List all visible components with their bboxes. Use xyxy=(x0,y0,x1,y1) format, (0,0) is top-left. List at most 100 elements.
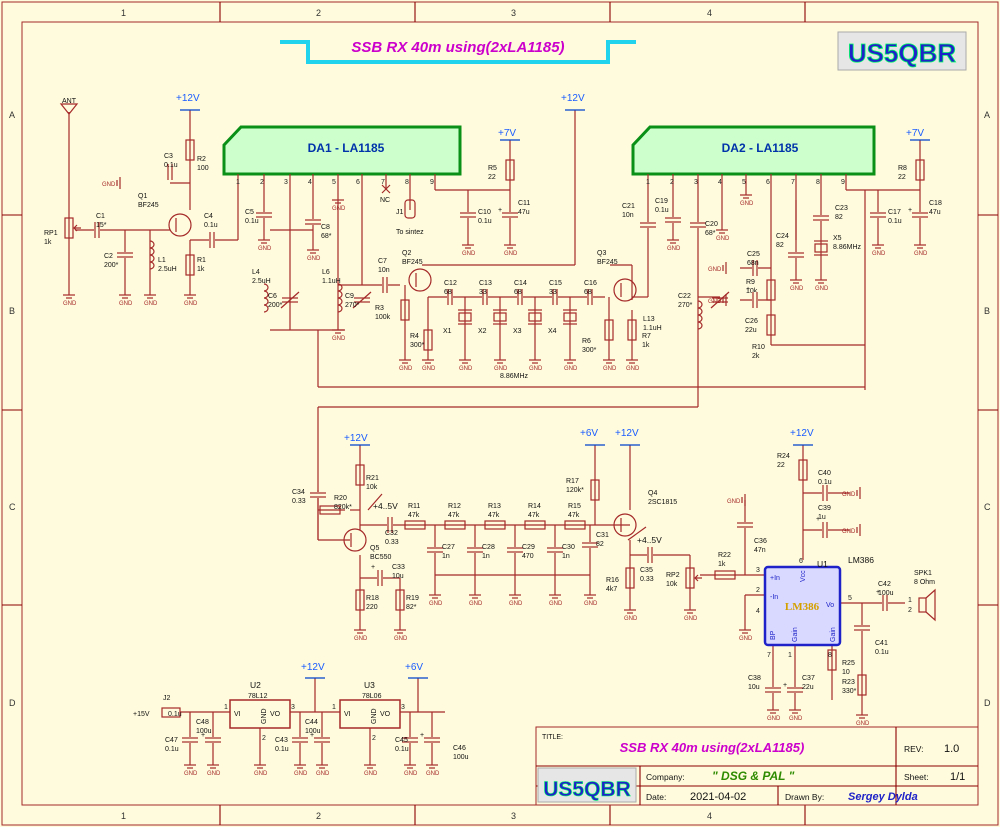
u2-gnd: GND xyxy=(261,708,268,724)
component-l1: L12.5uH xyxy=(149,240,177,273)
ground-label: GND xyxy=(584,601,598,607)
ref-c45: C45 xyxy=(395,737,408,744)
ref-r7: R7 xyxy=(642,333,651,340)
da2-pin-4: 4 xyxy=(718,179,722,186)
svg-text:+: + xyxy=(498,207,502,214)
ground-label: GND xyxy=(307,256,321,262)
ground-label: GND xyxy=(603,366,617,372)
ref-c22: C22 xyxy=(678,293,691,300)
ref-c5: C5 xyxy=(245,209,254,216)
ground-symbol: GND xyxy=(459,359,473,372)
ref-r12: R12 xyxy=(448,503,461,510)
ground-symbol: GND xyxy=(549,594,563,607)
u1-gain-8: Gain xyxy=(830,627,837,642)
ref-c6: C6 xyxy=(268,293,277,300)
value-c33: 10u xyxy=(392,573,404,580)
value-c4: 0.1u xyxy=(204,222,218,229)
ref-c21: C21 xyxy=(622,203,635,210)
ref-c25: C25 xyxy=(747,251,760,258)
value-c23: 82 xyxy=(835,214,843,221)
ground-symbol: GND xyxy=(144,294,158,307)
value-r3: 100k xyxy=(375,314,391,321)
ref-c38: C38 xyxy=(748,675,761,682)
ground-label: GND xyxy=(624,616,638,622)
ref-c14: C14 xyxy=(514,280,527,287)
value-c26: 22u xyxy=(745,327,757,334)
ground-label: GND xyxy=(294,771,308,777)
ground-label: GND xyxy=(767,716,781,722)
ground-label: GND xyxy=(102,182,116,188)
u3-regulator: VI GND VO U3 78L06 1 2 3 xyxy=(332,680,405,765)
ground-symbol: GND xyxy=(426,764,440,777)
tb-sheet-label: Sheet: xyxy=(904,772,929,782)
ground-symbol: GND xyxy=(102,177,121,189)
ground-symbol: GND xyxy=(624,609,638,622)
component-symbols: RP11kC115*C2200*L12.5uHC30.1uR2100Q1BF24… xyxy=(44,139,942,761)
frame-row-b-left: B xyxy=(9,306,15,316)
ref-r23: R23 xyxy=(842,679,855,686)
ground-label: GND xyxy=(422,366,436,372)
ref-r6: R6 xyxy=(582,338,591,345)
ref-q1: Q1 xyxy=(138,193,147,200)
value-r24: 22 xyxy=(777,462,785,469)
da1-pin-1: 1 xyxy=(236,179,240,186)
value-c46: 100u xyxy=(453,754,469,761)
ref-r10: R10 xyxy=(752,344,765,351)
ground-symbol: GND xyxy=(872,244,886,257)
u1-lm386: LM386 +In -In Vcc Vo BP Gain Gain U1 LM3… xyxy=(756,555,874,659)
frame-row-a-left: A xyxy=(9,110,15,120)
value-r22: 1k xyxy=(718,561,726,568)
transistor-q4 xyxy=(613,513,637,537)
value-l1: 2.5uH xyxy=(158,266,177,273)
title-banner: SSB RX 40m using(2xLA1185) xyxy=(280,39,636,64)
u1-ref: U1 xyxy=(817,559,828,569)
u1-pin-8: 8 xyxy=(828,652,832,659)
da1-ic: DA1 - LA1185 1 2 3 4 5 6 7 8 9 xyxy=(222,125,462,280)
svg-text:+: + xyxy=(908,207,912,214)
frame-col-2-bottom: 2 xyxy=(316,811,321,821)
ground-label: GND xyxy=(254,771,268,777)
value-c3: 0.1u xyxy=(164,162,178,169)
value-c17: 0.1u xyxy=(888,218,902,225)
ground-label: GND xyxy=(872,251,886,257)
nc-label: NC xyxy=(380,197,390,204)
rail-p12-4: +12V xyxy=(615,428,639,439)
value-rp1: 1k xyxy=(44,239,52,246)
component-j1: J1 xyxy=(396,209,404,216)
power-rails: +12V +12V +7V +7V +12V +6V +12V +12V +12… xyxy=(133,93,930,718)
ground-symbol: GND xyxy=(494,359,508,372)
u2-regulator: VI GND VO U2 78L12 1 2 3 xyxy=(224,680,295,765)
frame-col-4-top: 4 xyxy=(707,8,712,18)
ground-label: GND xyxy=(684,616,698,622)
ref-r4: R4 xyxy=(410,333,419,340)
value-r1: 1k xyxy=(197,266,205,273)
ground-label: GND xyxy=(740,201,754,207)
ref-x3: X3 xyxy=(513,328,522,335)
frame-row-a-right: A xyxy=(984,110,990,120)
ground-symbol: GND xyxy=(684,609,698,622)
ref-r13: R13 xyxy=(488,503,501,510)
value-c40: 0.1u xyxy=(818,479,832,486)
u1-pin-4: 4 xyxy=(756,608,760,615)
ground-symbol: GND xyxy=(789,709,803,722)
value-c10: 0.1u xyxy=(478,218,492,225)
ref-c34: C34 xyxy=(292,489,305,496)
rail-p6-1: +6V xyxy=(580,428,598,439)
value-r19: 82* xyxy=(406,604,417,611)
u1-part-label: LM386 xyxy=(848,555,874,565)
